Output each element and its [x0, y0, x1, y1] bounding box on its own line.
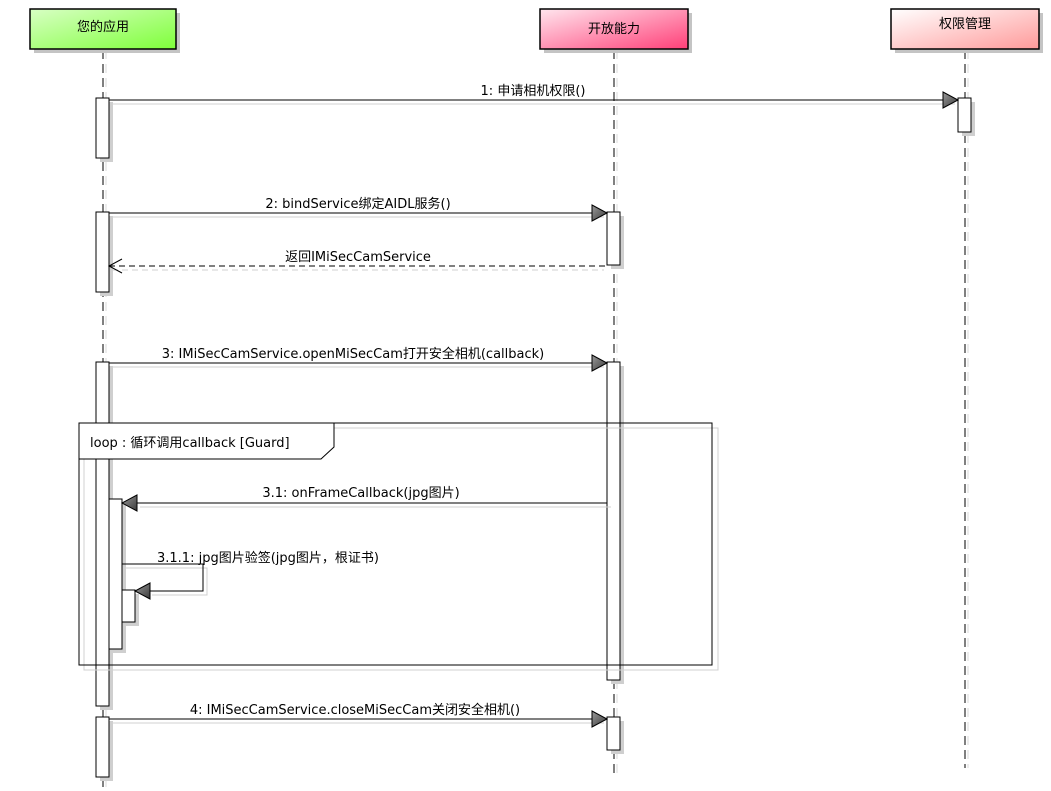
arrowhead-icon — [591, 204, 609, 222]
participant-open-capability: 开放能力 — [539, 8, 692, 53]
message-return-label: 返回IMiSecCamService — [285, 250, 431, 265]
activation-open-2 — [606, 361, 624, 684]
message-3-1-1-label: 3.1.1: jpg图片验签(jpg图片，根证书) — [157, 550, 379, 566]
message-3-label: 3: IMiSecCamService.openMiSecCam打开安全相机(c… — [162, 346, 544, 362]
activation-permission-1 — [957, 97, 975, 136]
lifeline-permission-manager — [964, 50, 969, 768]
participant-permission-manager: 权限管理 — [890, 8, 1043, 53]
message-2-label: 2: bindService绑定AIDL服务() — [265, 196, 450, 212]
arrowhead-icon — [591, 354, 609, 372]
message-return: 返回IMiSecCamService — [107, 250, 607, 274]
message-3-1-1: 3.1.1: jpg图片验签(jpg图片，根证书) — [122, 550, 379, 600]
activation-app-callback — [108, 498, 126, 653]
arrowhead-icon — [591, 710, 609, 728]
activation-app-1 — [95, 97, 113, 162]
participant-app: 您的应用 — [29, 8, 180, 53]
message-3-1: 3.1: onFrameCallback(jpg图片) — [120, 486, 611, 512]
participant-open-capability-label: 开放能力 — [588, 22, 640, 37]
message-4-label: 4: IMiSecCamService.closeMiSecCam关闭安全相机(… — [190, 702, 520, 718]
activation-open-1 — [606, 211, 624, 269]
message-4: 4: IMiSecCamService.closeMiSecCam关闭安全相机(… — [109, 702, 609, 728]
message-1: 1: 申请相机权限() — [109, 83, 960, 109]
arrowhead-icon — [133, 582, 151, 600]
arrowhead-icon — [942, 91, 960, 109]
loop-fragment: loop : 循环调用callback [Guard] — [78, 422, 719, 671]
activation-app-2 — [95, 211, 113, 296]
message-2: 2: bindService绑定AIDL服务() — [109, 196, 609, 222]
participant-app-label: 您的应用 — [77, 19, 129, 35]
loop-fragment-label: loop : 循环调用callback [Guard] — [90, 436, 290, 451]
activation-open-3 — [606, 716, 624, 754]
activation-app-verify — [121, 589, 139, 626]
arrowhead-icon — [120, 494, 138, 512]
activation-app-4 — [95, 716, 113, 781]
message-3: 3: IMiSecCamService.openMiSecCam打开安全相机(c… — [109, 346, 609, 372]
participant-permission-manager-label: 权限管理 — [939, 16, 991, 32]
message-3-1-label: 3.1: onFrameCallback(jpg图片) — [262, 486, 459, 501]
message-1-label: 1: 申请相机权限() — [481, 83, 586, 99]
open-arrowhead-icon — [107, 258, 123, 274]
